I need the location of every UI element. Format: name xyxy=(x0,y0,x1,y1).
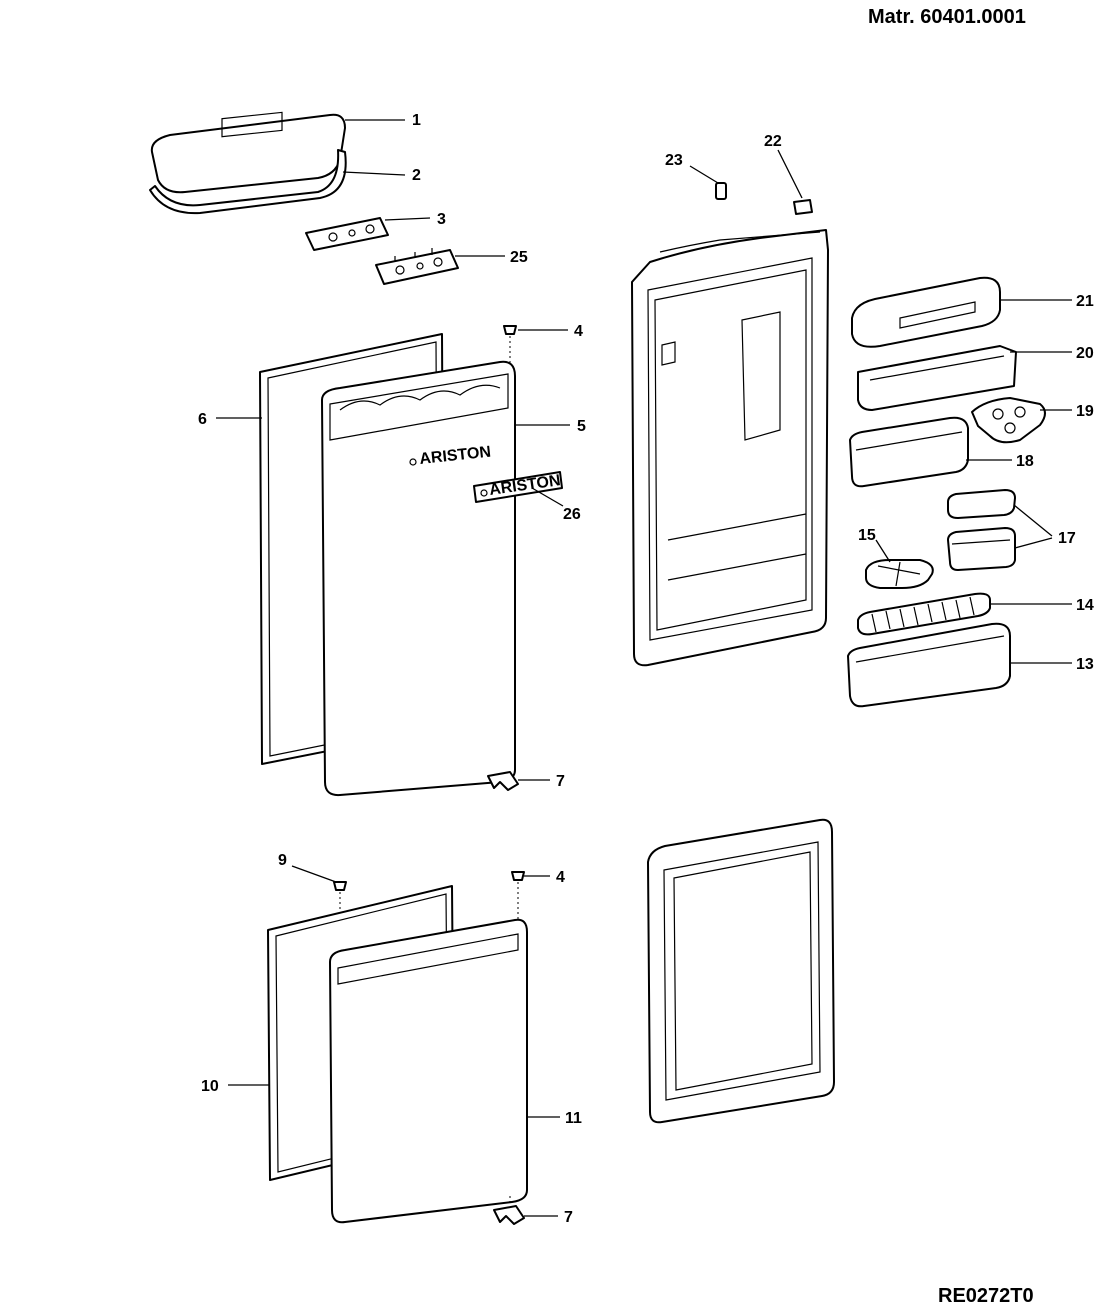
part-15-egg-holder xyxy=(865,559,934,589)
callout-13: 13 xyxy=(1076,656,1094,673)
part-1-door-top-cover xyxy=(150,111,346,194)
callout-14: 14 xyxy=(1076,597,1094,614)
callout-23: 23 xyxy=(665,152,683,169)
callout-15: 15 xyxy=(858,527,876,544)
part-5-upper-door: ARISTON xyxy=(321,360,516,797)
callout-17: 17 xyxy=(1058,530,1076,547)
callout-9: 9 xyxy=(278,852,287,869)
part-23-small-pin xyxy=(715,182,727,200)
part-26-brand-badge: ARISTON xyxy=(473,471,563,503)
part-19-egg-tray xyxy=(971,397,1046,444)
callout-20: 20 xyxy=(1076,345,1094,362)
part-21-dairy-lid xyxy=(851,276,1001,348)
drawing-code: RE0272T0 xyxy=(938,1285,1034,1307)
part-25-hinge-plate-pins xyxy=(375,248,459,285)
callout-1: 1 xyxy=(412,112,421,129)
callout-5: 5 xyxy=(577,418,586,435)
callout-2: 2 xyxy=(412,167,421,184)
part-13-large-door-bin xyxy=(847,622,1011,708)
callout-26: 26 xyxy=(563,506,581,523)
callout-3: 3 xyxy=(437,211,446,228)
part-11-lower-door xyxy=(329,918,528,1224)
callout-21: 21 xyxy=(1076,293,1094,310)
part-2-cover-seal xyxy=(149,149,347,215)
callout-4-top: 4 xyxy=(574,323,583,340)
part-20-dairy-tray xyxy=(857,345,1017,411)
lower-door-inner-liner xyxy=(647,818,835,1124)
callout-6: 6 xyxy=(198,411,207,428)
part-4-screw-bottom xyxy=(511,871,525,925)
callout-7-bottom: 7 xyxy=(564,1209,573,1226)
callout-22: 22 xyxy=(764,133,782,150)
part-7-bottom-hinge-bottom xyxy=(493,1196,525,1225)
material-number: Matr. 60401.0001 xyxy=(868,6,1026,28)
callout-10: 10 xyxy=(201,1078,219,1095)
callout-18: 18 xyxy=(1016,453,1034,470)
callout-7-top: 7 xyxy=(556,773,565,790)
part-18-door-bin xyxy=(849,416,969,488)
callout-25: 25 xyxy=(510,249,528,266)
callout-19: 19 xyxy=(1076,403,1094,420)
part-3-hinge-plate xyxy=(305,217,389,251)
part-14-bottle-rack xyxy=(857,592,991,636)
part-22-small-block xyxy=(793,199,813,215)
upper-door-inner-liner xyxy=(631,229,829,667)
callout-11: 11 xyxy=(565,1110,582,1127)
part-17-small-containers xyxy=(947,489,1016,571)
part-7-bottom-hinge-top xyxy=(487,771,519,791)
callout-4-bottom: 4 xyxy=(556,869,565,886)
